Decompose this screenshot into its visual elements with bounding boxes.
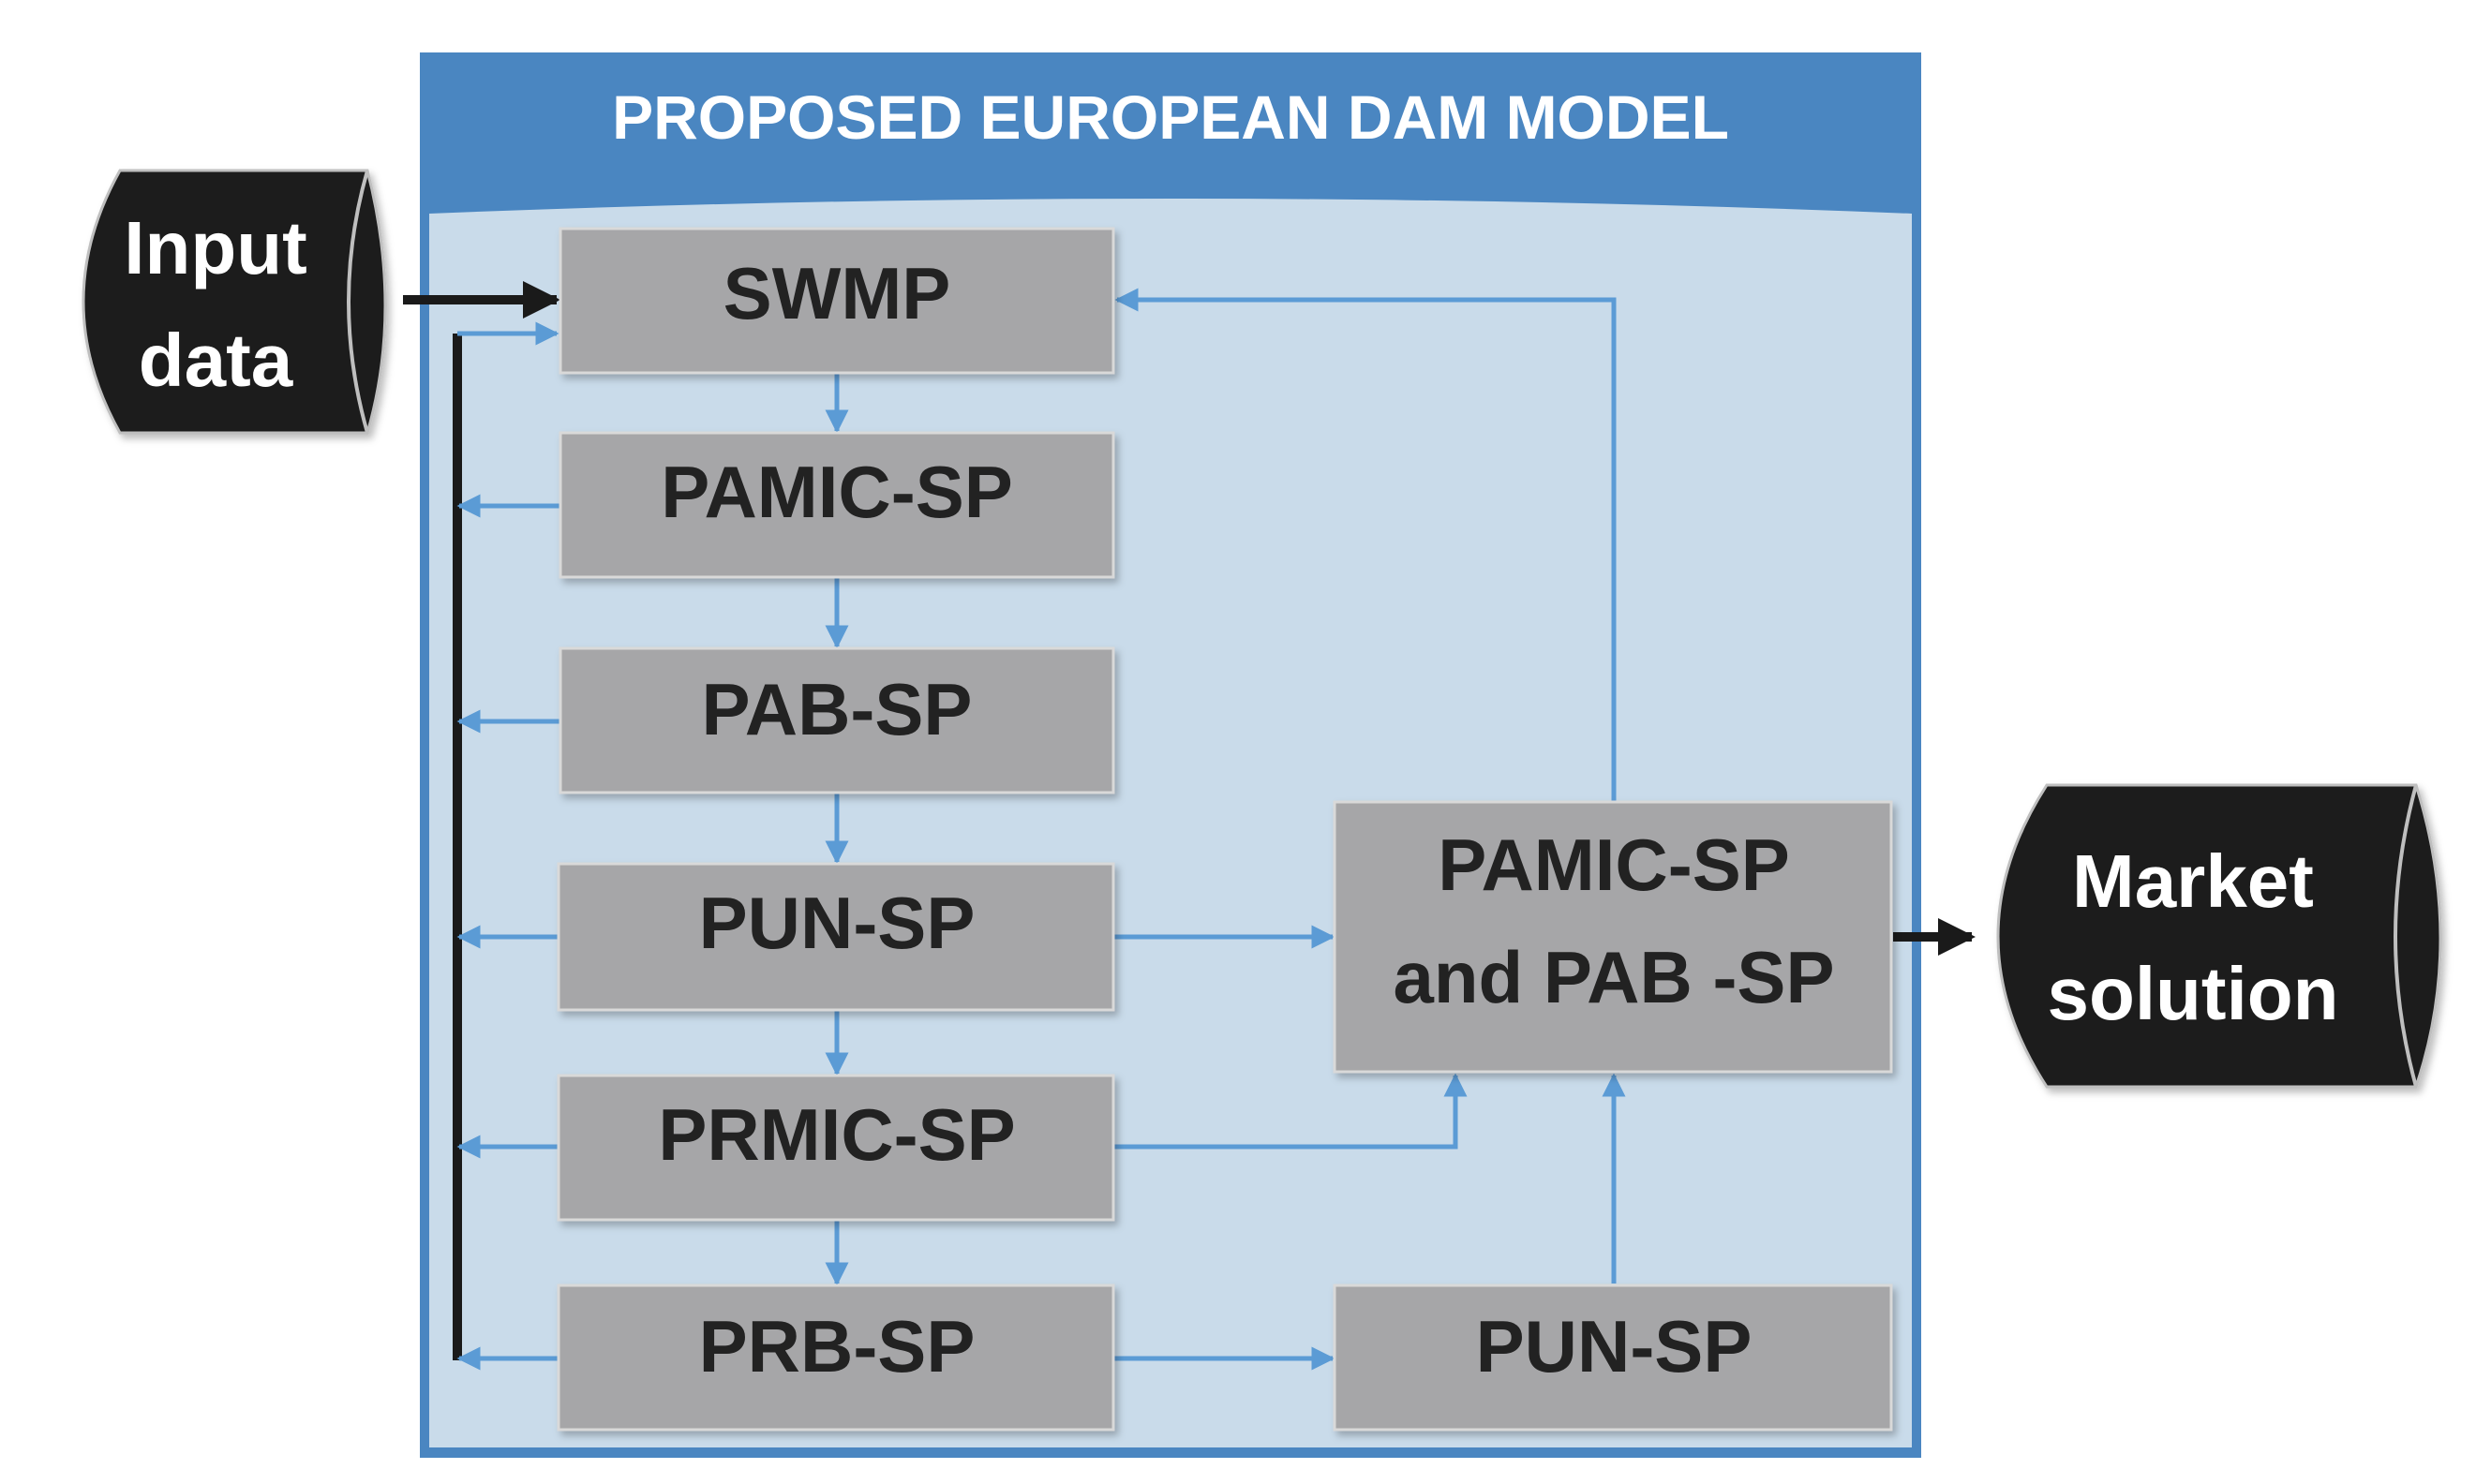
input-label-line2: data (139, 319, 293, 402)
output-label-line1: Market (2072, 839, 2314, 923)
output-label-line2: solution (2047, 952, 2338, 1035)
combined-to-swmp-arrow (1114, 288, 1617, 802)
pun-sp-box: PUN-SP (557, 862, 1115, 1012)
combined-box: PAMIC-SP and PAB -SP (1333, 800, 1893, 1074)
pamic-sp-box-rect (559, 431, 1115, 579)
pun-sp-box-rect (557, 862, 1115, 1012)
pun-sp-box-label: PUN-SP (699, 882, 976, 964)
pamic-sp-box-label: PAMIC-SP (661, 451, 1013, 533)
input-cylinder-end (347, 170, 369, 434)
process-boxes: SWMP PAMIC-SP PAB-SP PUN-SP PRMIC-SP PRB… (557, 227, 1893, 1432)
prb-sp-box-rect (557, 1284, 1115, 1432)
frame-title: PROPOSED EUROPEAN DAM MODEL (612, 82, 1729, 152)
prb-sp-box: PRB-SP (557, 1284, 1115, 1432)
pab-sp-box-label: PAB-SP (702, 668, 973, 750)
pamic-sp-box: PAMIC-SP (559, 431, 1115, 579)
combined-box-label-line2: and PAB -SP (1394, 936, 1835, 1018)
output-cylinder-end (2394, 784, 2418, 1088)
output-cylinder-body (1996, 783, 2442, 1089)
connectors (403, 281, 1976, 1371)
pab-sp-box: PAB-SP (559, 646, 1115, 794)
pab-sp-box-rect (559, 646, 1115, 794)
input-label-line1: Input (124, 206, 306, 289)
prmic-to-combined-arrow (1113, 1073, 1468, 1150)
combined-box-label-line1: PAMIC-SP (1438, 824, 1790, 906)
market-solution-store: Market solution (1996, 783, 2442, 1089)
pun-sp-right-box: PUN-SP (1333, 1284, 1893, 1432)
swmp-box: SWMP (559, 227, 1115, 375)
swmp-box-rect (559, 227, 1115, 375)
prmic-sp-box: PRMIC-SP (557, 1074, 1115, 1222)
pun-sp-right-box-label: PUN-SP (1476, 1305, 1753, 1388)
input-data-store: Input data (82, 169, 387, 435)
pun-sp-right-box-rect (1333, 1284, 1893, 1432)
prb-sp-box-label: PRB-SP (699, 1305, 976, 1388)
combined-box-rect (1333, 800, 1893, 1074)
prmic-sp-box-rect (557, 1074, 1115, 1222)
swmp-box-label: SWMP (723, 252, 951, 334)
prmic-sp-box-label: PRMIC-SP (658, 1093, 1015, 1176)
input-cylinder-body (82, 169, 387, 435)
